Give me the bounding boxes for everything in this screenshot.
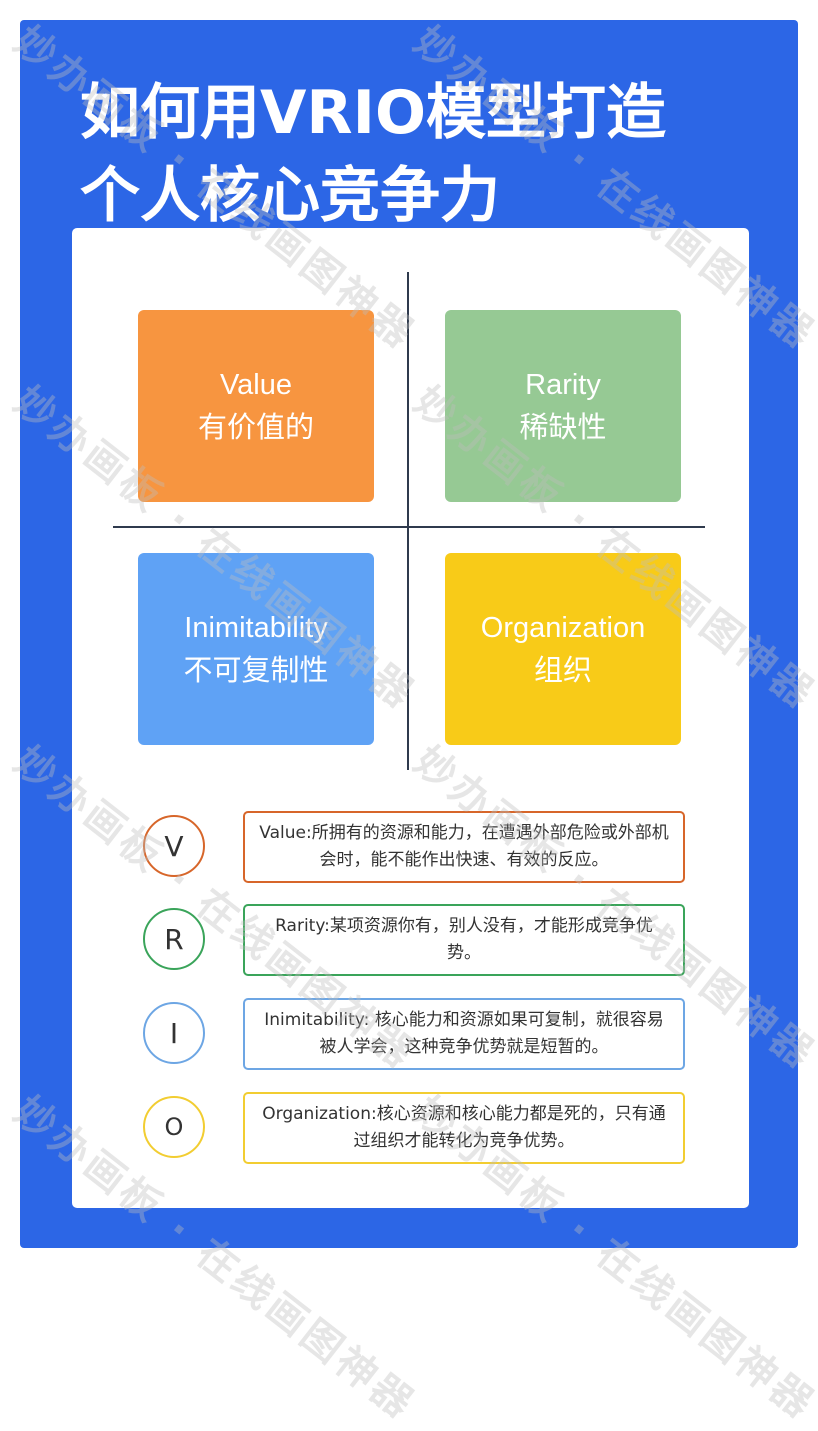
quadrant-value: Value 有价值的 <box>138 310 374 502</box>
quadrant-inimitability-zh: 不可复制性 <box>183 653 329 687</box>
definition-box-value: Value:所拥有的资源和能力，在遭遇外部危险或外部机会时，能不能作出快速、有效… <box>243 811 685 883</box>
definition-row-inimitability: I Inimitability: 核心能力和资源如果可复制，就很容易被人学会，这… <box>72 998 749 1072</box>
quadrant-organization-zh: 组织 <box>533 653 592 687</box>
poster-background: 如何用VRIO模型打造 个人核心竞争力 Value 有价值的 Rarity 稀缺… <box>20 20 798 1248</box>
quadrant-value-en: Value <box>219 369 293 401</box>
definition-box-inimitability: Inimitability: 核心能力和资源如果可复制，就很容易被人学会，这种竞… <box>243 998 685 1070</box>
letter-circle-i: I <box>143 1002 205 1064</box>
title-line-2: 个人核心竞争力 <box>80 161 500 231</box>
definition-row-value: V Value:所拥有的资源和能力，在遭遇外部危险或外部机会时，能不能作出快速、… <box>72 811 749 885</box>
definition-row-organization: O Organization:核心资源和核心能力都是死的，只有通过组织才能转化为… <box>72 1092 749 1166</box>
definition-box-rarity: Rarity:某项资源你有，别人没有，才能形成竞争优势。 <box>243 904 685 976</box>
page-title: 如何用VRIO模型打造 个人核心竞争力 <box>80 72 760 238</box>
quadrant-organization: Organization 组织 <box>445 553 681 745</box>
quadrant-organization-en: Organization <box>480 612 646 644</box>
definition-row-rarity: R Rarity:某项资源你有，别人没有，才能形成竞争优势。 <box>72 904 749 978</box>
vertical-axis-line <box>407 272 409 770</box>
letter-circle-v: V <box>143 815 205 877</box>
letter-circle-r: R <box>143 908 205 970</box>
quadrant-inimitability: Inimitability 不可复制性 <box>138 553 374 745</box>
content-card: Value 有价值的 Rarity 稀缺性 Inimitability 不可复制… <box>72 228 749 1208</box>
quadrant-inimitability-en: Inimitability <box>184 612 328 644</box>
quadrant-value-zh: 有价值的 <box>197 410 314 444</box>
quadrant-rarity: Rarity 稀缺性 <box>445 310 681 502</box>
title-line-1: 如何用VRIO模型打造 <box>80 78 666 148</box>
horizontal-axis-line <box>113 526 705 528</box>
quadrant-rarity-zh: 稀缺性 <box>519 410 607 444</box>
definition-box-organization: Organization:核心资源和核心能力都是死的，只有通过组织才能转化为竞争… <box>243 1092 685 1164</box>
letter-circle-o: O <box>143 1096 205 1158</box>
quadrant-rarity-en: Rarity <box>525 369 601 401</box>
